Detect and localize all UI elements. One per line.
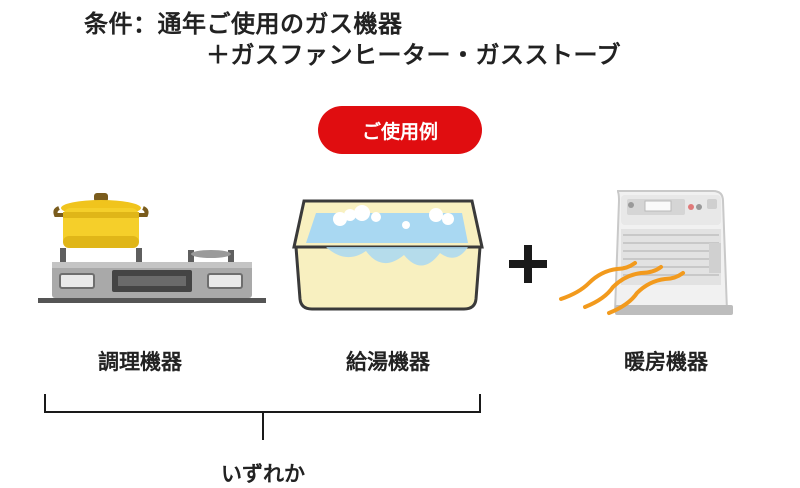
gas-stove-icon — [38, 193, 266, 303]
fan-heater-icon — [559, 190, 733, 315]
item-label-cooking: 調理機器 — [98, 350, 182, 374]
bathtub-icon — [292, 199, 484, 311]
either-label: いずれか — [221, 462, 305, 486]
plus-icon — [509, 245, 547, 283]
item-label-water-heating: 給湯機器 — [346, 350, 430, 374]
item-label-heating: 暖房機器 — [624, 350, 708, 374]
condition-line-2: ＋ガスファンヒーター・ガスストーブ — [206, 41, 622, 69]
condition-line-1: 条件：通年ご使用のガス機器 — [84, 10, 403, 38]
usage-example-badge: ご使用例 — [318, 106, 482, 154]
